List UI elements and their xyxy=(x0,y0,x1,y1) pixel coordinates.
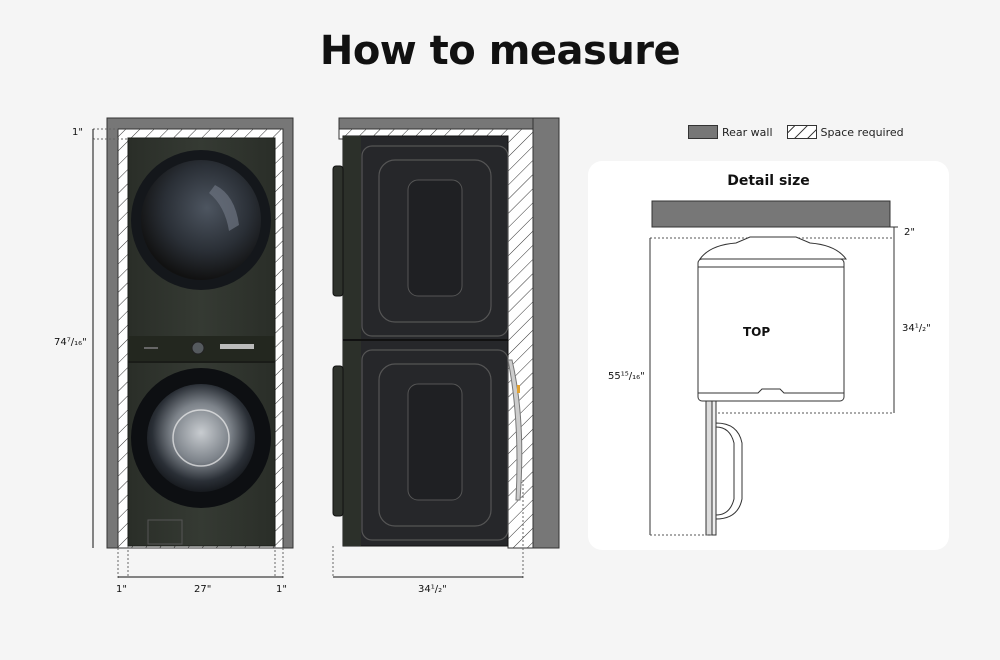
side-view xyxy=(332,117,560,578)
rear-clearance-label: 2" xyxy=(904,227,915,238)
page-title: How to measure xyxy=(319,28,681,74)
detail-depth-label: 34¹/₂" xyxy=(902,323,931,334)
space-required-swatch xyxy=(786,125,817,139)
legend: Rear wall Space required xyxy=(688,125,904,139)
side-clearance-hatch xyxy=(338,128,534,549)
legend-label-rear-wall: Rear wall xyxy=(722,125,773,139)
side-top-wall xyxy=(338,117,560,130)
top-clearance-label: 1" xyxy=(72,127,83,138)
washer-door xyxy=(147,384,255,492)
side-rear-wall xyxy=(532,117,560,549)
detail-size-card: Detail size TOP 2" 34¹/₂" 55¹⁵/₁₆" xyxy=(588,161,949,550)
height-label: 74⁷/₁₆" xyxy=(54,337,87,348)
machine-top-outline xyxy=(697,258,845,402)
top-view-diagram xyxy=(649,200,898,536)
legend-label-space-required: Space required xyxy=(820,125,904,139)
width-label: 27" xyxy=(194,584,212,595)
control-dial xyxy=(191,341,205,355)
detail-rear-wall xyxy=(651,200,891,228)
detail-size-title: Detail size xyxy=(727,173,810,189)
control-display xyxy=(220,344,254,349)
depth-door-open-label: 55¹⁵/₁₆" xyxy=(608,371,645,382)
left-clearance-label: 1" xyxy=(116,584,127,595)
front-view xyxy=(92,117,294,578)
right-clearance-label: 1" xyxy=(276,584,287,595)
rear-wall-swatch xyxy=(688,125,718,139)
top-label: TOP xyxy=(743,325,771,339)
filter-panel xyxy=(147,519,183,545)
side-depth-label: 34¹/₂" xyxy=(418,584,447,595)
dryer-door xyxy=(141,160,261,280)
